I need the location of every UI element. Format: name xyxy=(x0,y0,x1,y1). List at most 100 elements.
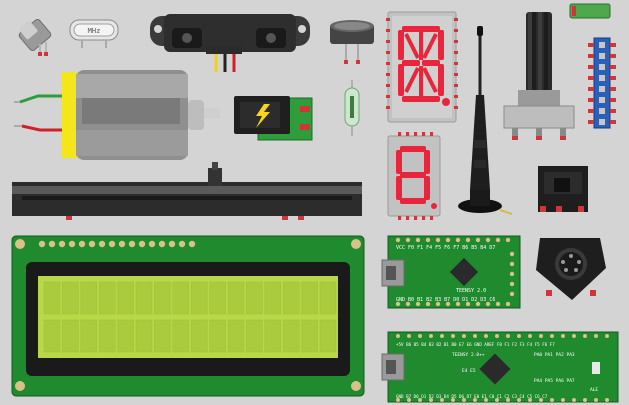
seven-segment-display[interactable] xyxy=(387,132,441,220)
lcd-char-cell xyxy=(98,319,116,353)
teensy2pp-bottom-pin-labels: GND B7 D0 D1 D2 D3 D4 D5 D6 D7 E0 E1 C0 … xyxy=(396,394,548,399)
teensy2-pin xyxy=(475,237,481,243)
teensy2pp-pin xyxy=(517,334,521,338)
teensy2pp-pin xyxy=(396,334,400,338)
teensy2-pin xyxy=(455,301,461,307)
lcd-char-cell xyxy=(264,319,282,353)
alnum-pin xyxy=(386,84,390,87)
lcd-pin xyxy=(188,240,196,248)
header-pin xyxy=(599,119,605,125)
teensy2-pin xyxy=(435,237,441,243)
teensy2-pin xyxy=(395,237,401,243)
lcd-char-cell xyxy=(172,319,190,353)
ir-distance-sensor[interactable] xyxy=(150,14,310,72)
lcd-char-cell xyxy=(282,281,300,315)
header-pin-tip xyxy=(588,109,594,113)
seg7-segment xyxy=(400,146,426,152)
teensy2pp-pin xyxy=(572,398,576,402)
alnum-segment xyxy=(398,30,404,60)
lcd-character-grid xyxy=(43,281,337,353)
seven-segment-pins xyxy=(398,132,433,220)
teensy-2pp-board[interactable]: +5V B6 B5 B4 B3 B2 B1 B0 E7 E6 GND AREF … xyxy=(381,331,619,403)
header-pin-tip xyxy=(610,87,616,91)
teensy2-pin xyxy=(509,251,515,257)
alnum-dot xyxy=(442,98,450,106)
teensy2pp-pin xyxy=(473,398,477,402)
alnum-pin xyxy=(454,95,458,98)
alnum-pin xyxy=(386,29,390,32)
teensy2pp-pin xyxy=(594,398,598,402)
seg7-pin xyxy=(422,216,425,220)
rotary-potentiometer[interactable] xyxy=(503,12,575,140)
teensy2pp-side-labels: E4 E5 xyxy=(462,368,476,374)
tilt-switch[interactable] xyxy=(18,18,52,56)
lcd-pin xyxy=(38,240,46,248)
header-pin-tip xyxy=(588,98,594,102)
alnum-pin xyxy=(386,106,390,109)
lcd-pin xyxy=(118,240,126,248)
teensy2pp-pin xyxy=(407,398,411,402)
crystal-oscillator[interactable]: MHz xyxy=(69,19,119,48)
teensy2-pin xyxy=(405,237,411,243)
lcd-char-cell xyxy=(209,281,226,315)
teensy2-pin xyxy=(505,237,511,243)
teensy2pp-pin xyxy=(418,398,422,402)
header-pin-tip xyxy=(588,43,594,47)
teensy2-pin xyxy=(509,261,515,267)
lcd-char-cell xyxy=(135,281,153,315)
audio-socket[interactable] xyxy=(538,166,588,212)
lcd-16x2[interactable] xyxy=(11,235,365,397)
lcd-pin xyxy=(98,240,106,248)
lcd-char-cell xyxy=(117,281,134,315)
din-connector[interactable] xyxy=(536,238,606,300)
header-pin xyxy=(599,64,605,70)
lcd-char-cell xyxy=(62,281,79,315)
lcd-pin xyxy=(48,240,56,248)
pin-header[interactable] xyxy=(588,37,616,129)
antenna[interactable] xyxy=(458,26,513,215)
teensy2pp-pin xyxy=(407,334,411,338)
electret-microphone[interactable] xyxy=(330,20,374,64)
header-pin-tip xyxy=(588,87,594,91)
teensy2pp-ale-label: ALE xyxy=(590,387,598,393)
reed-switch[interactable] xyxy=(344,80,360,136)
seg7-pin xyxy=(406,216,409,220)
alnum-pin xyxy=(386,51,390,54)
lcd-pin xyxy=(88,240,96,248)
seg7-segment xyxy=(424,176,430,200)
teensy2-pin xyxy=(425,237,431,243)
teensy2-pin xyxy=(495,237,501,243)
teensy2pp-pin xyxy=(451,334,455,338)
teensy2pp-pin xyxy=(583,398,587,402)
alnum-pin xyxy=(454,29,458,32)
lcd-pin xyxy=(58,240,66,248)
alnum-pin xyxy=(454,73,458,76)
alnum-pin xyxy=(454,51,458,54)
lcd-pin xyxy=(128,240,136,248)
lcd-char-cell xyxy=(301,281,318,315)
seg7-segment xyxy=(396,176,402,200)
lcd-char-cell xyxy=(80,319,98,353)
teensy2pp-pin xyxy=(539,334,543,338)
teensy2pp-top-pin-labels: +5V B6 B5 B4 B3 B2 B1 B0 E7 E6 GND AREF … xyxy=(396,342,555,347)
lcd-char-cell xyxy=(154,281,171,315)
seven-segment-segments xyxy=(396,146,437,209)
teensy2-pin xyxy=(509,291,515,297)
lcd-char-cell xyxy=(301,319,318,353)
alphanumeric-display[interactable] xyxy=(386,11,458,123)
seg7-dot xyxy=(431,203,437,209)
slide-potentiometer[interactable] xyxy=(12,162,362,220)
small-module[interactable] xyxy=(569,3,611,19)
alnum-segment xyxy=(398,64,404,96)
teensy2-pin xyxy=(485,237,491,243)
lcd-pin xyxy=(158,240,166,248)
seg7-pin xyxy=(398,132,401,136)
seg7-pin xyxy=(406,132,409,136)
teensy2pp-pin xyxy=(473,334,477,338)
dc-motor[interactable] xyxy=(14,70,220,160)
teensy-2-board[interactable]: VCC F0 F1 F4 F5 F6 F7 B6 B5 B4 D7 GND B0… xyxy=(381,235,521,309)
power-jack-board[interactable] xyxy=(234,96,313,141)
teensy2pp-pin xyxy=(440,398,444,402)
lcd-char-cell xyxy=(154,319,171,353)
teensy2pp-pin xyxy=(550,398,554,402)
